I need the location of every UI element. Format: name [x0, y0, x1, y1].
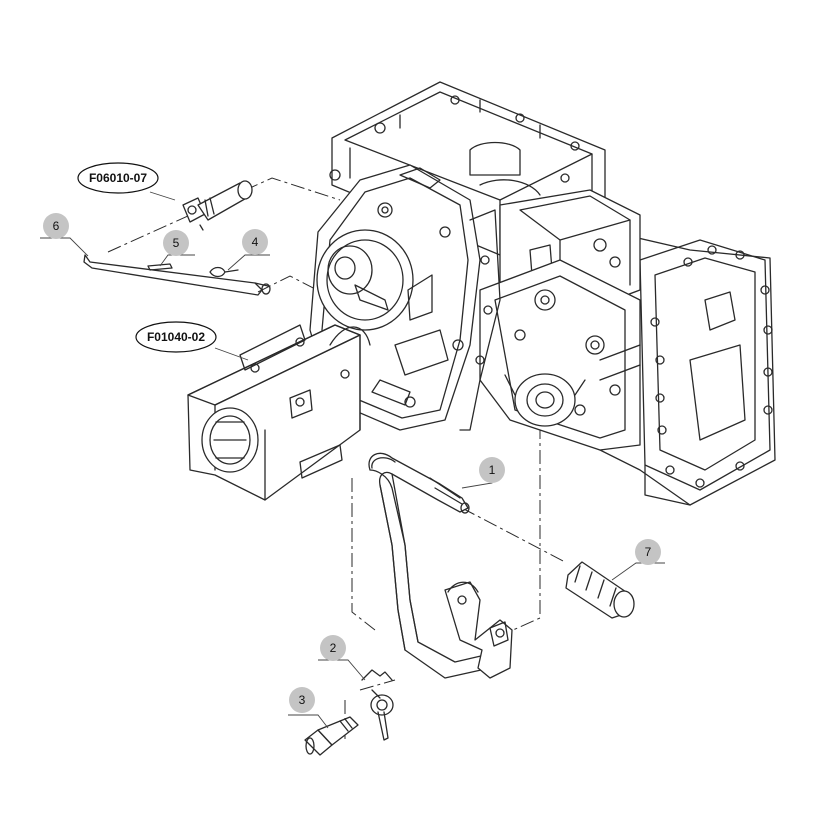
- callout-3-label: 3: [299, 693, 306, 707]
- transmission-housing: [309, 81, 776, 506]
- reference-f01040-02: F01040-02: [135, 321, 249, 361]
- callout-7-label: 7: [645, 545, 652, 559]
- callout-2-label: 2: [330, 641, 337, 655]
- reference-f06010-07: F06010-07: [77, 162, 176, 201]
- callout-5-label: 5: [173, 236, 180, 250]
- callout-3: 3: [288, 687, 329, 729]
- part-3-bolt: [304, 716, 359, 756]
- reference-f01040-02-label: F01040-02: [147, 330, 205, 344]
- reference-f06010-07-label: F06010-07: [89, 171, 147, 185]
- part-4-clip: [209, 266, 239, 278]
- callout-5: 5: [159, 230, 195, 267]
- callout-6: 6: [40, 213, 89, 257]
- part-5-pin: [147, 263, 173, 271]
- pin-assembly-f06010: [182, 180, 253, 231]
- callout-4: 4: [227, 229, 270, 271]
- callout-6-label: 6: [53, 219, 60, 233]
- callout-1: 1: [461, 457, 505, 489]
- callout-4-label: 4: [252, 235, 259, 249]
- callout-2: 2: [318, 635, 366, 681]
- callout-7: 7: [611, 539, 665, 581]
- part-1-pedal-lever: [368, 452, 513, 679]
- part-6-rod: [83, 254, 271, 296]
- part-2-spring-pin: [361, 669, 394, 741]
- part-7-pedal-grip: [565, 561, 635, 619]
- front-housing-tube: [187, 324, 371, 501]
- callout-1-label: 1: [489, 463, 496, 477]
